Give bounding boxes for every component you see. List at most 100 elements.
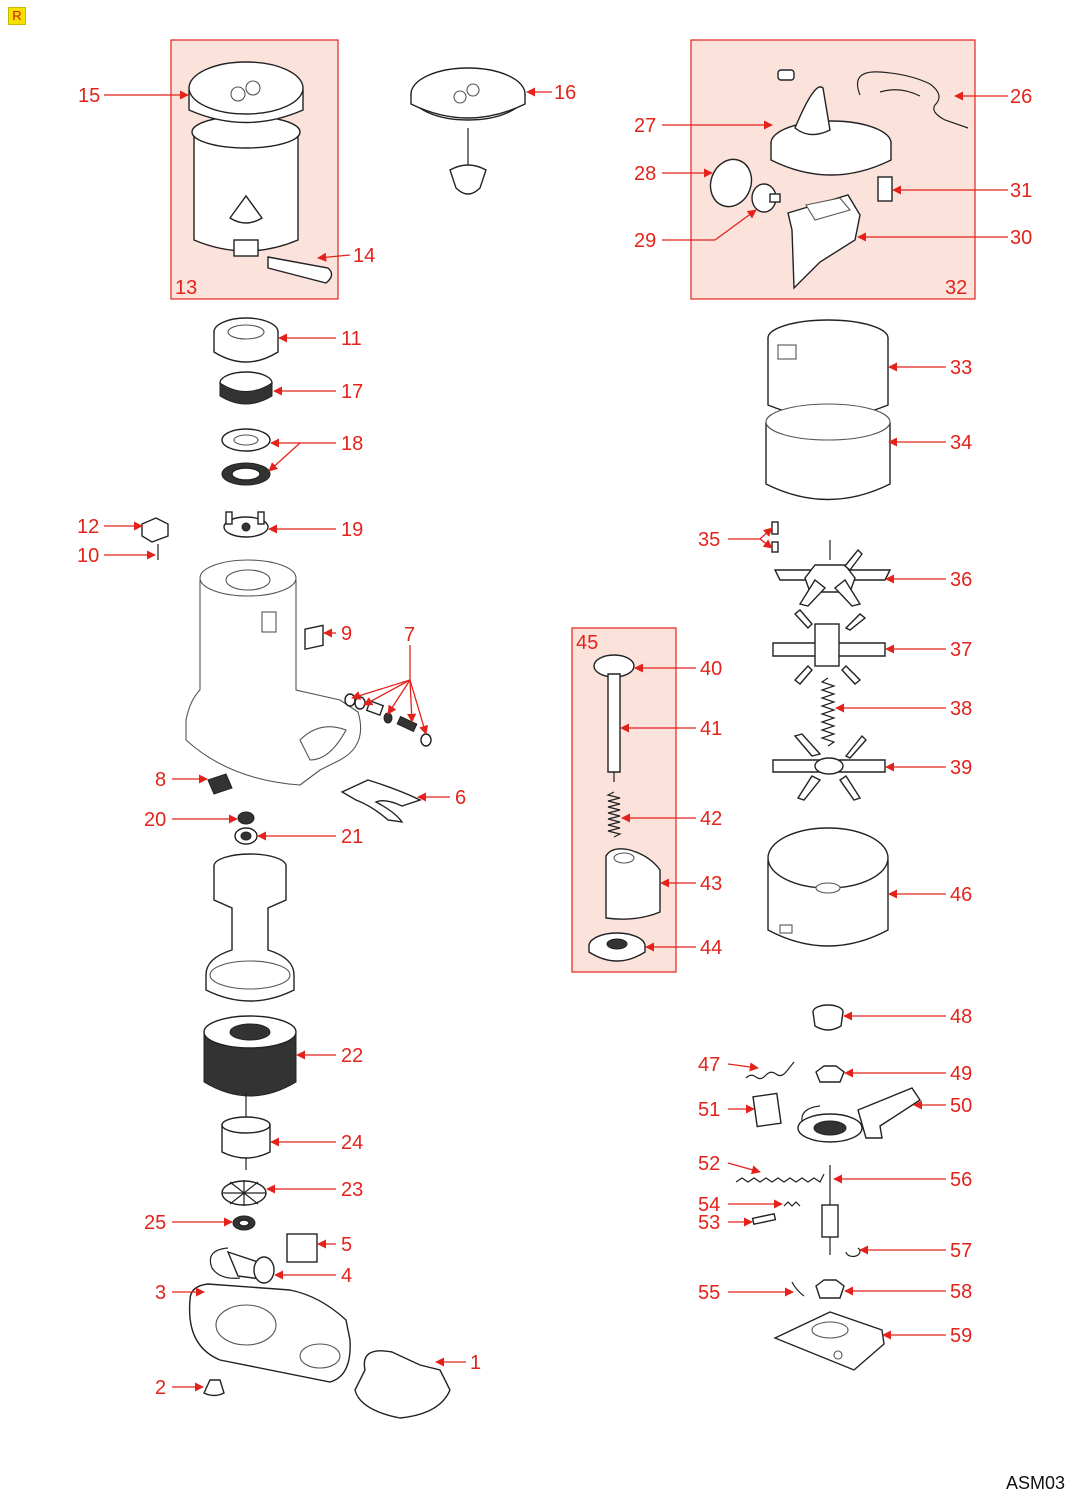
callout-14: 14 bbox=[353, 245, 375, 267]
grinder-body-part bbox=[185, 559, 362, 786]
top-cover-part bbox=[770, 69, 892, 176]
callout-53: 53 bbox=[698, 1212, 720, 1234]
callout-33: 33 bbox=[950, 357, 972, 379]
microswitch-part bbox=[877, 176, 893, 202]
callout-51: 51 bbox=[698, 1099, 720, 1121]
power-switch-part bbox=[207, 773, 233, 795]
callout-58: 58 bbox=[950, 1281, 972, 1303]
dosing-upper-ring-part bbox=[767, 319, 889, 419]
long-spring-part bbox=[735, 1173, 825, 1183]
tamper-stem-part bbox=[593, 654, 635, 782]
callout-42: 42 bbox=[700, 808, 722, 830]
callout-39: 39 bbox=[950, 757, 972, 779]
callout-27: 27 bbox=[634, 115, 656, 137]
bearing-small-part bbox=[237, 811, 255, 825]
callout-36: 36 bbox=[950, 569, 972, 591]
callout-16: 16 bbox=[554, 82, 576, 104]
callout-26: 26 bbox=[1010, 86, 1032, 108]
callout-15: 15 bbox=[78, 85, 100, 107]
callout-34: 34 bbox=[950, 432, 972, 454]
rotor-part bbox=[221, 1092, 271, 1170]
chute-part bbox=[787, 194, 861, 290]
leader-lines bbox=[104, 87, 1008, 1392]
callout-31: 31 bbox=[1010, 180, 1032, 202]
small-clip-part bbox=[791, 1281, 805, 1297]
callout-41: 41 bbox=[700, 718, 722, 740]
callout-40: 40 bbox=[700, 658, 722, 680]
tamper-body-part bbox=[605, 848, 661, 920]
locking-block-part bbox=[141, 517, 169, 543]
callout-59: 59 bbox=[950, 1325, 972, 1347]
drip-tray-part bbox=[354, 1350, 451, 1419]
rubber-foot-part bbox=[203, 1379, 225, 1397]
callout-46: 46 bbox=[950, 884, 972, 906]
callout-7: 7 bbox=[404, 624, 415, 646]
callout-9: 9 bbox=[341, 623, 352, 645]
dosing-star-lower-part bbox=[772, 733, 886, 801]
callout-47: 47 bbox=[698, 1054, 720, 1076]
tamper-spring-part bbox=[606, 791, 622, 838]
doser-plate-part bbox=[773, 1311, 885, 1371]
hopper-part bbox=[188, 61, 304, 257]
dosing-star-upper-part bbox=[773, 540, 892, 607]
callout-labels: 15 16 14 26 27 28 31 29 30 11 17 18 19 1… bbox=[77, 82, 1032, 1399]
pin-part bbox=[751, 1212, 777, 1226]
callout-54: 54 bbox=[698, 1194, 720, 1216]
callout-35: 35 bbox=[698, 529, 720, 551]
callout-43: 43 bbox=[700, 873, 722, 895]
nut-part bbox=[815, 1065, 845, 1083]
circlip-part bbox=[845, 1247, 861, 1258]
hopper-clip-part bbox=[267, 256, 333, 284]
knob-part bbox=[751, 183, 781, 213]
callout-55: 55 bbox=[698, 1282, 720, 1304]
callout-52: 52 bbox=[698, 1153, 720, 1175]
adjustment-ring-part bbox=[219, 371, 273, 405]
callout-30: 30 bbox=[1010, 227, 1032, 249]
dosing-lower-ring-part bbox=[765, 403, 891, 501]
terminal-block-part bbox=[286, 1233, 318, 1263]
callout-48: 48 bbox=[950, 1006, 972, 1028]
callout-20: 20 bbox=[144, 809, 166, 831]
small-spring-part bbox=[783, 1201, 801, 1207]
callout-2: 2 bbox=[155, 1377, 166, 1399]
cap-part bbox=[812, 1004, 844, 1031]
group-label-13: 13 bbox=[175, 277, 197, 299]
callout-37: 37 bbox=[950, 639, 972, 661]
callout-24: 24 bbox=[341, 1132, 363, 1154]
dosing-spring-part bbox=[820, 677, 836, 747]
shaft-part bbox=[821, 1165, 839, 1255]
motor-housing-part bbox=[205, 853, 295, 1002]
return-spring-part bbox=[745, 1061, 795, 1080]
cooling-fan-part bbox=[221, 1180, 267, 1206]
drawing-code: ASM03 bbox=[1005, 1473, 1065, 1493]
callout-4: 4 bbox=[341, 1265, 352, 1287]
callout-5: 5 bbox=[341, 1234, 352, 1256]
group-label-45: 45 bbox=[576, 632, 598, 654]
callout-8: 8 bbox=[155, 769, 166, 791]
burr-carrier-part bbox=[223, 511, 269, 538]
callout-18: 18 bbox=[341, 433, 363, 455]
group-label-32: 32 bbox=[945, 277, 967, 299]
callout-29: 29 bbox=[634, 230, 656, 252]
locknut-part bbox=[815, 1279, 845, 1299]
tamper-base-part bbox=[588, 932, 646, 962]
callout-57: 57 bbox=[950, 1240, 972, 1262]
callout-6: 6 bbox=[455, 787, 466, 809]
callout-25: 25 bbox=[144, 1212, 166, 1234]
callout-56: 56 bbox=[950, 1169, 972, 1191]
doser-chamber-part bbox=[767, 827, 889, 947]
callout-38: 38 bbox=[950, 698, 972, 720]
mounting-bracket-part bbox=[752, 1092, 782, 1128]
callout-1: 1 bbox=[470, 1352, 481, 1374]
callout-21: 21 bbox=[341, 826, 363, 848]
callout-50: 50 bbox=[950, 1095, 972, 1117]
callout-10: 10 bbox=[77, 545, 99, 567]
hopper-lid-part bbox=[410, 67, 526, 195]
group-box-45 bbox=[571, 627, 677, 973]
dosing-star-middle-part bbox=[772, 609, 886, 685]
callout-23: 23 bbox=[341, 1179, 363, 1201]
capacitor-part bbox=[209, 1247, 275, 1284]
dosing-pins-part bbox=[771, 521, 779, 553]
callout-3: 3 bbox=[155, 1282, 166, 1304]
